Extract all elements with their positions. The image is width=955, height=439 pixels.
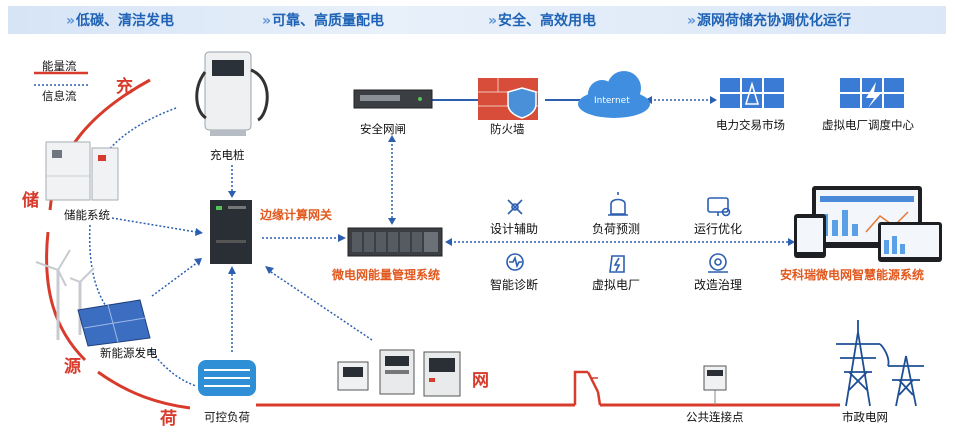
internet-cloud-illustration [578, 71, 650, 118]
arc-source-load [97, 370, 191, 410]
storage-label: 储能系统 [64, 208, 110, 222]
monitor-gear-icon [707, 197, 731, 217]
security-gateway-illustration [353, 89, 433, 109]
platform-screens-illustration [794, 186, 942, 262]
firewall-illustration [478, 78, 538, 120]
power-market-illustration [720, 78, 784, 108]
function-retrofit-governance: 改造治理 [694, 278, 743, 292]
function-smart-diagnosis: 智能诊断 [490, 278, 539, 292]
function-operation-optimize: 运行优化 [694, 222, 743, 236]
diagnosis-icon [506, 253, 524, 271]
top-banner [8, 6, 946, 34]
power-market-label: 电力交易市场 [716, 118, 785, 132]
gateway-illustration [210, 200, 252, 264]
pcc-meter-illustration [703, 365, 727, 391]
gear-cycle-icon [708, 253, 728, 273]
renewable-illustration [35, 249, 151, 347]
banner-item-1: »低碳、清洁发电 [66, 13, 175, 29]
side-source-label: 源 [64, 357, 81, 377]
load-label: 可控负荷 [204, 410, 250, 424]
design-tools-icon [507, 199, 523, 215]
lightning-doc-icon [609, 255, 625, 273]
function-design-assist: 设计辅助 [490, 222, 539, 236]
side-charge-label: 充 [116, 77, 133, 97]
function-virtual-power-plant: 虚拟电厂 [592, 278, 641, 292]
side-grid-label: 网 [472, 371, 489, 391]
renewable-label: 新能源发电 [100, 346, 158, 360]
vpp-center-label: 虚拟电厂调度中心 [822, 118, 914, 132]
gateway-label: 边缘计算网关 [260, 208, 333, 222]
side-load-label: 荷 [160, 409, 177, 429]
firewall-label: 防火墙 [490, 122, 525, 136]
internet-label: Internet [594, 96, 630, 106]
charger-label: 充电桩 [210, 148, 245, 162]
charger-illustration [195, 51, 269, 136]
platform-label: 安科瑞微电网智慧能源系统 [780, 268, 925, 282]
banner-item-3: »安全、高效用电 [488, 13, 597, 29]
security-gateway-label: 安全网闸 [360, 122, 406, 136]
meters-illustration [337, 349, 461, 397]
vpp-center-illustration [840, 78, 904, 108]
legend-energy-flow: 能量流 [42, 59, 77, 73]
banner-item-4: »源网荷储充协调优化运行 [687, 13, 852, 29]
legend-info-flow: 信息流 [42, 89, 77, 103]
arc-storage-source [45, 231, 87, 362]
utility-tower-illustration [836, 320, 924, 407]
alarm-light-icon [608, 192, 628, 216]
load-motor-illustration [198, 360, 256, 396]
banner-item-2: »可靠、高质量配电 [262, 13, 385, 29]
function-load-forecast: 负荷预测 [592, 222, 641, 236]
storage-illustration [45, 141, 119, 201]
pcc-label: 公共连接点 [686, 410, 744, 424]
ems-rack-illustration [347, 227, 443, 257]
utility-grid-label: 市政电网 [842, 410, 888, 424]
side-storage-label: 储 [22, 191, 39, 211]
ems-label: 微电网能量管理系统 [332, 268, 441, 282]
